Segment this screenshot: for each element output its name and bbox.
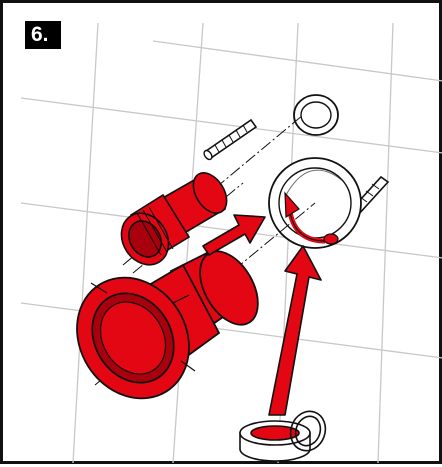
step-number-badge: 6. [25, 21, 61, 49]
wall-tile-grid-icon [21, 23, 442, 463]
rotate-arrow-icon [269, 246, 321, 415]
flange-connector-icon [55, 241, 270, 419]
installation-illustration [3, 3, 442, 467]
rosette-ring-icon [294, 95, 338, 135]
insertion-arrow-icon [203, 215, 265, 255]
wall-anchor-bolt-icon [203, 120, 256, 161]
sealing-tape-roll-icon [240, 421, 310, 461]
